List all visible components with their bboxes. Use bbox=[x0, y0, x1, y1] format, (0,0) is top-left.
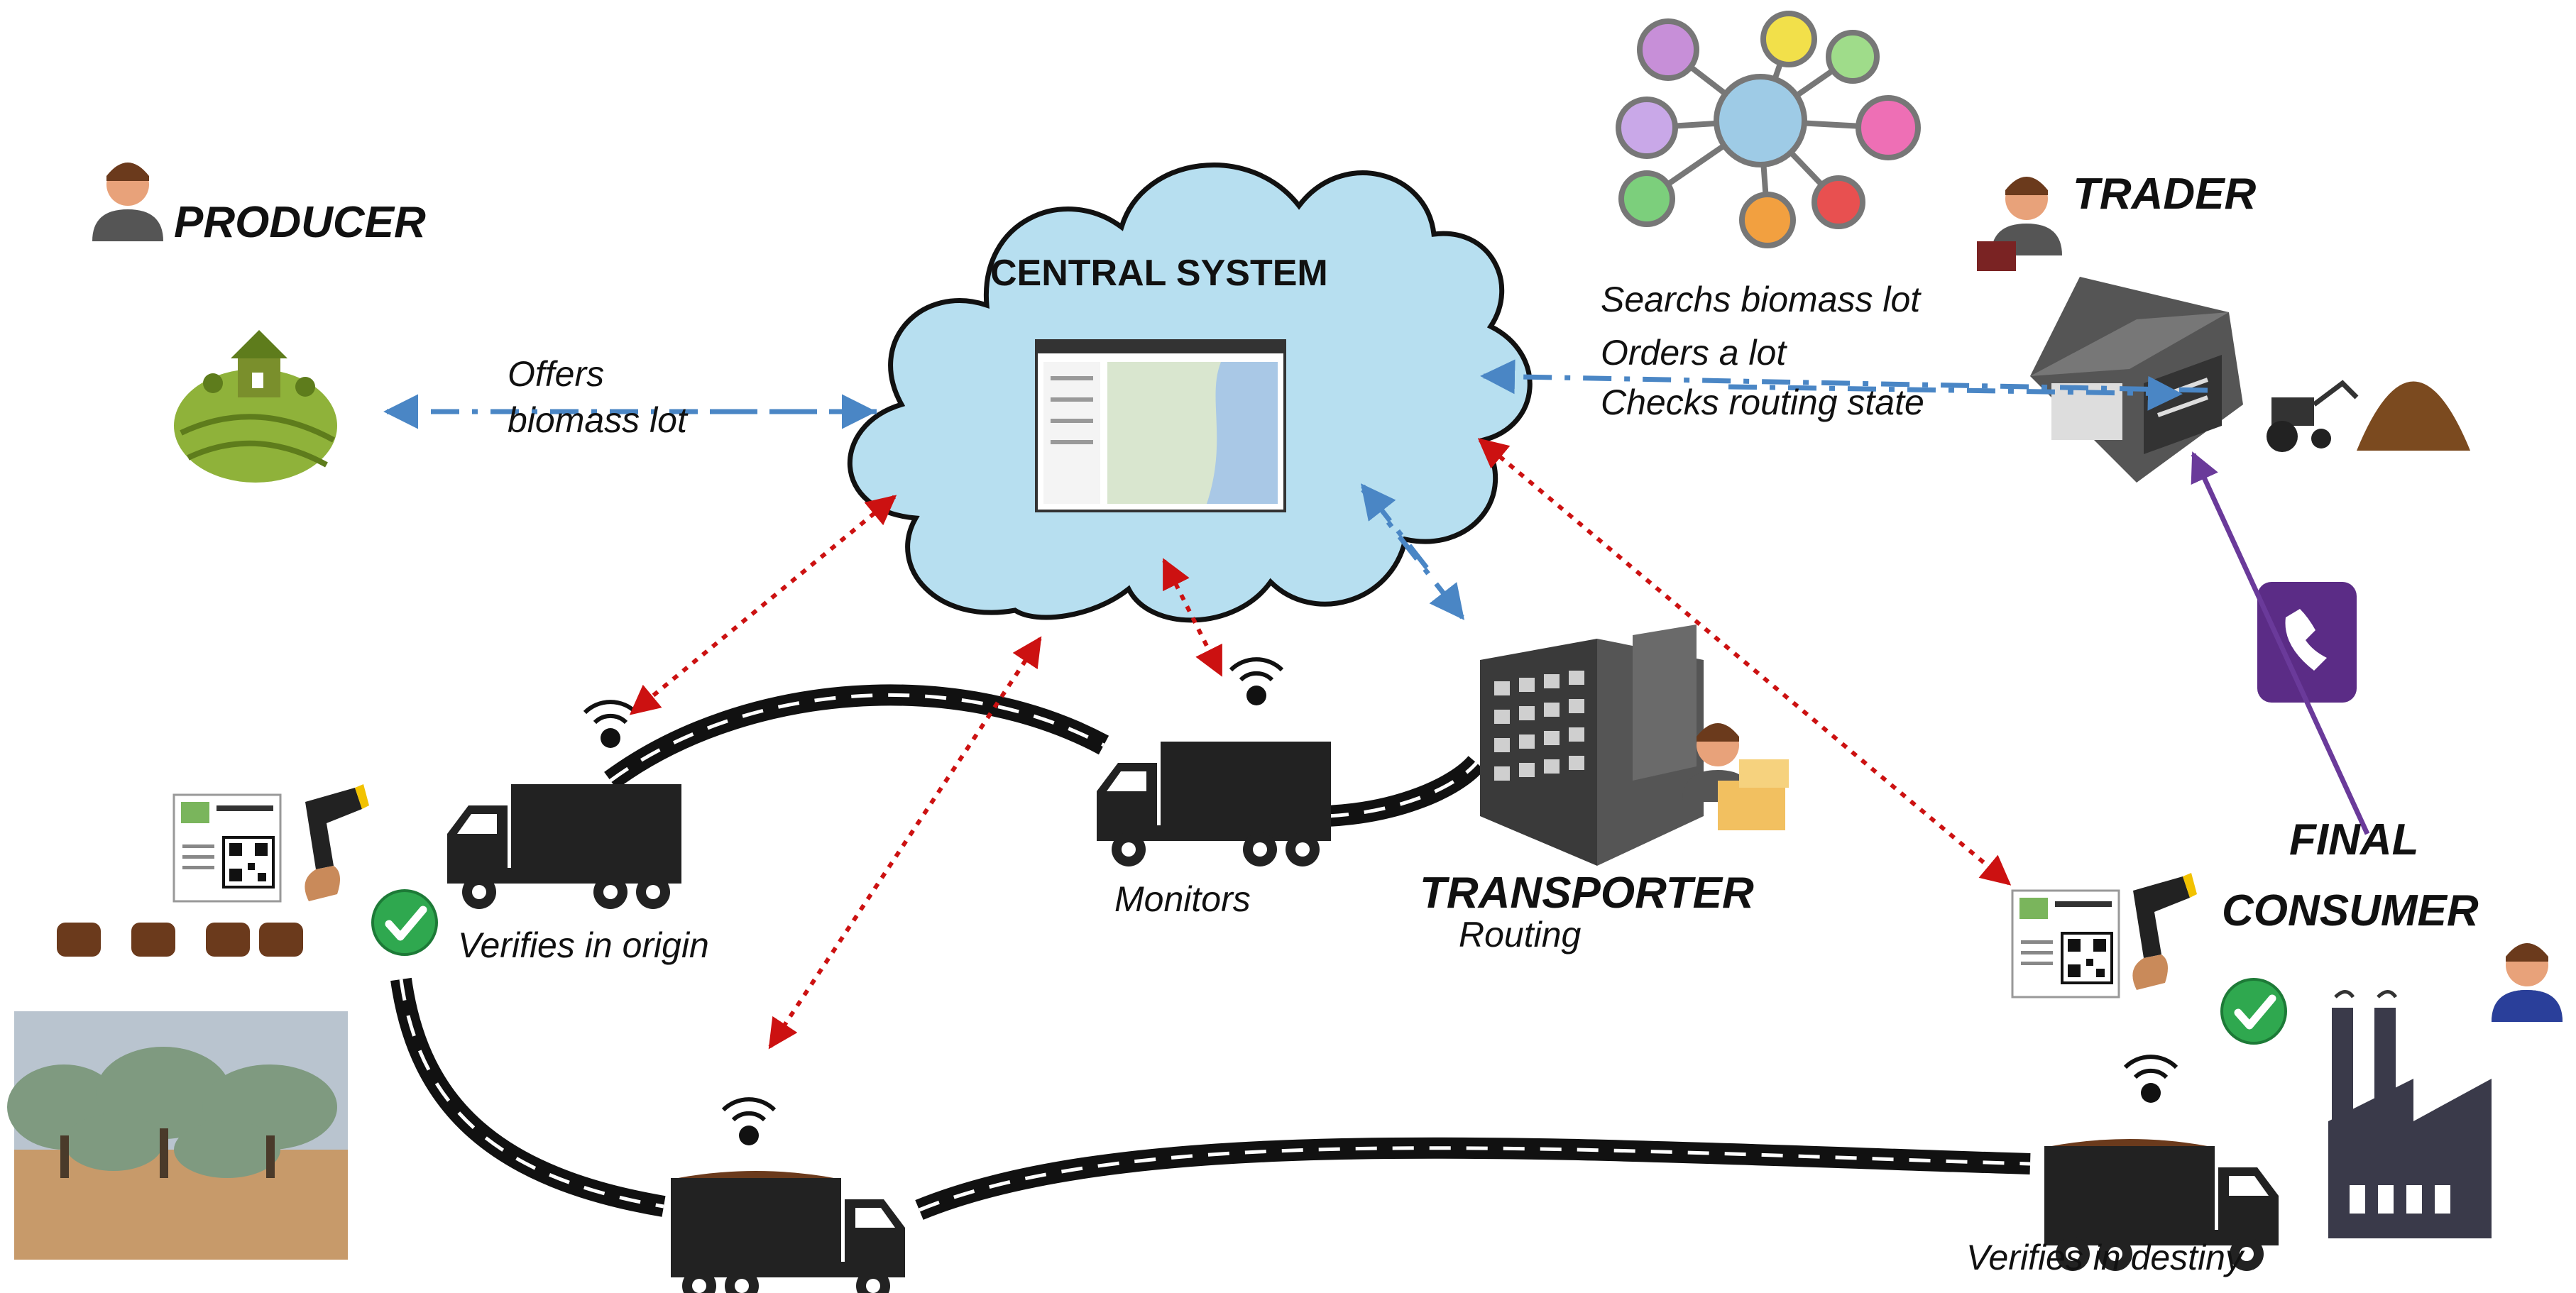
scanner-icon bbox=[305, 784, 369, 901]
monitors-label: Monitors bbox=[1114, 879, 1251, 919]
routing-label: Routing bbox=[1459, 915, 1582, 954]
producer-label: PRODUCER bbox=[174, 198, 426, 247]
offers-label-2: biomass lot bbox=[508, 400, 687, 440]
wifi-icon bbox=[585, 702, 636, 748]
check-icon bbox=[2222, 979, 2286, 1043]
verifies-destiny-label: Verifies in destiny bbox=[1966, 1238, 2243, 1277]
network-icon bbox=[1616, 11, 1921, 248]
trader-action-2: Orders a lot bbox=[1601, 333, 1787, 373]
wifi-icon bbox=[2125, 1057, 2176, 1103]
biomass-pile-icon bbox=[2357, 381, 2470, 451]
trader-icon bbox=[1977, 177, 2062, 271]
qr-card-icon bbox=[2011, 889, 2120, 998]
trader-action-3: Checks routing state bbox=[1601, 383, 1924, 422]
dotted-arrows bbox=[629, 438, 2012, 1050]
office-building-icon bbox=[1480, 625, 1704, 866]
truck-monitored bbox=[1097, 742, 1331, 866]
phone-link-arrow bbox=[2191, 451, 2370, 835]
truck-origin bbox=[447, 784, 681, 909]
verifies-origin-label: Verifies in origin bbox=[458, 925, 709, 965]
trader-label: TRADER bbox=[2073, 170, 2257, 219]
final-consumer-label-1: FINAL bbox=[2289, 815, 2419, 864]
producer-icon bbox=[92, 163, 163, 241]
final-consumer-label-2: CONSUMER bbox=[2222, 886, 2479, 935]
truck-destiny bbox=[2044, 1139, 2279, 1271]
factory-icon bbox=[2328, 990, 2492, 1238]
truck-transit bbox=[671, 1171, 905, 1293]
qr-card-icon bbox=[172, 793, 282, 903]
screen-icon bbox=[1035, 339, 1286, 512]
scanner-icon bbox=[2132, 873, 2197, 990]
transporter-label: TRANSPORTER bbox=[1420, 869, 1754, 918]
wifi-icon bbox=[723, 1099, 774, 1145]
trader-action-1: Searchs biomass lot bbox=[1601, 280, 1921, 319]
warehouse-icon bbox=[2030, 277, 2243, 483]
dashed-arrows bbox=[383, 359, 2208, 620]
olive-grove-photo bbox=[7, 1011, 348, 1260]
offers-label-1: Offers bbox=[508, 354, 605, 394]
farm-icon bbox=[174, 330, 337, 483]
check-icon bbox=[373, 891, 437, 954]
phone-icon bbox=[2257, 582, 2357, 703]
tractor-icon bbox=[2267, 380, 2359, 452]
consumer-icon bbox=[2492, 943, 2563, 1022]
central-system-title: CENTRAL SYSTEM bbox=[990, 253, 1328, 294]
wifi-icon bbox=[1231, 659, 1282, 705]
biomass-sacks-icon bbox=[57, 923, 303, 957]
